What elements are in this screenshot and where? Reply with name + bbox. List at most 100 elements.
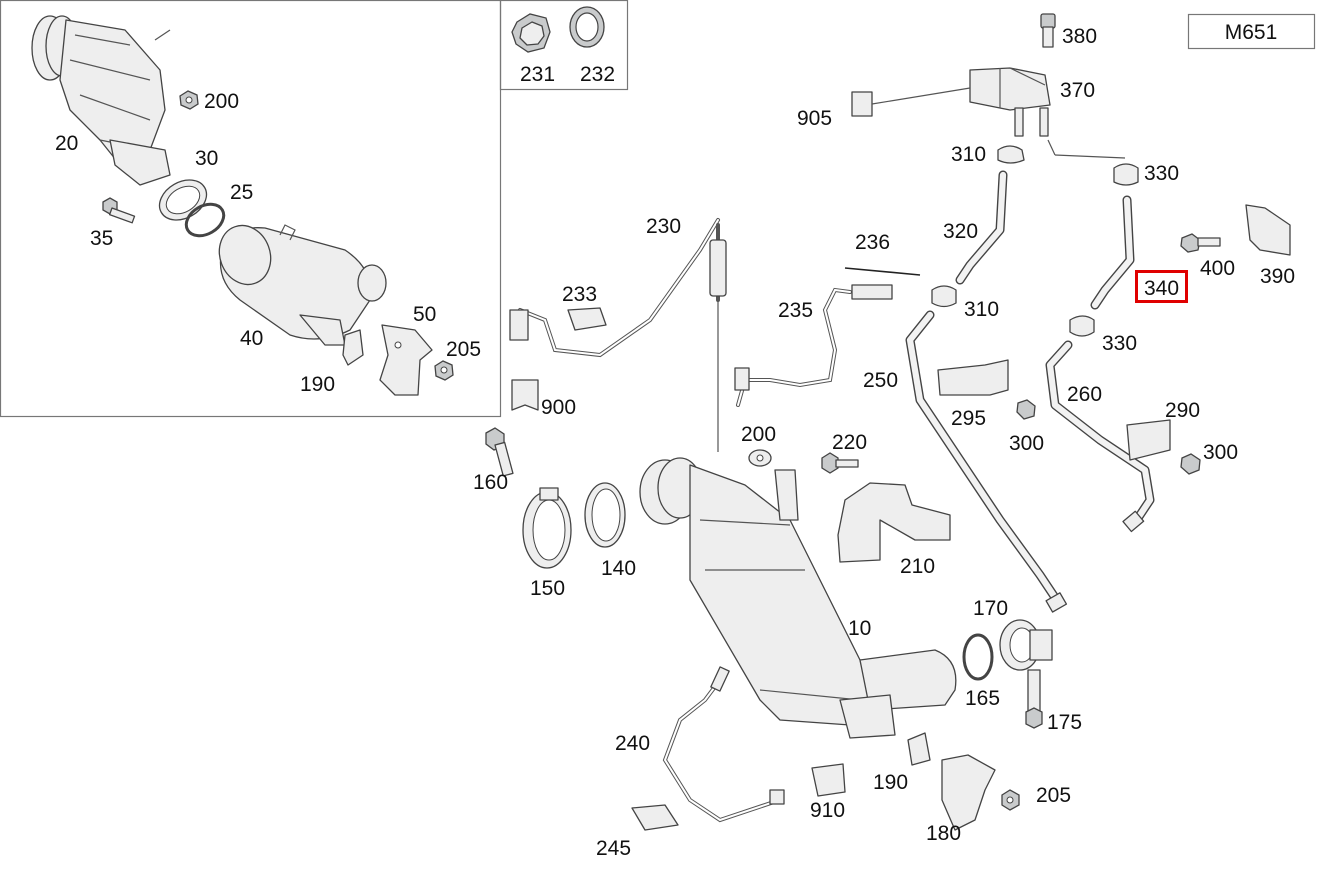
part-340-hose[interactable] <box>1090 195 1135 310</box>
part-200-washer[interactable] <box>748 449 772 467</box>
part-236-line[interactable] <box>844 267 921 276</box>
part-905-connector[interactable] <box>851 87 971 117</box>
callout-220[interactable]: 220 <box>832 431 867 454</box>
part-380-bolt[interactable] <box>1040 13 1056 48</box>
callout-231[interactable]: 231 <box>520 63 555 86</box>
callout-200-upper[interactable]: 200 <box>204 90 239 113</box>
callout-370[interactable]: 370 <box>1060 79 1095 102</box>
callout-160[interactable]: 160 <box>473 471 508 494</box>
part-233-holder[interactable] <box>567 307 607 331</box>
callout-190-upper[interactable]: 190 <box>300 373 335 396</box>
part-900-connector[interactable] <box>509 309 539 411</box>
part-231-plug[interactable] <box>511 13 551 53</box>
part-165-gasket[interactable] <box>962 633 994 681</box>
callout-150[interactable]: 150 <box>530 577 565 600</box>
callout-190-lower[interactable]: 190 <box>873 771 908 794</box>
part-330-clamp-upper[interactable] <box>1047 139 1139 186</box>
part-25-gasket[interactable] <box>181 198 230 242</box>
callout-205-lower[interactable]: 205 <box>1036 784 1071 807</box>
part-295-bracket[interactable] <box>937 359 1009 396</box>
part-50-bracket[interactable] <box>379 324 433 396</box>
part-240-sensor[interactable] <box>662 666 782 823</box>
callout-35[interactable]: 35 <box>90 227 113 250</box>
part-320-hose[interactable] <box>955 170 1008 285</box>
callout-25[interactable]: 25 <box>230 181 253 204</box>
callout-232[interactable]: 232 <box>580 63 615 86</box>
model-code: M651 <box>1225 21 1278 44</box>
callout-320[interactable]: 320 <box>943 220 978 243</box>
part-190-clip-lower[interactable] <box>907 732 931 766</box>
callout-30[interactable]: 30 <box>195 147 218 170</box>
callout-380[interactable]: 380 <box>1062 25 1097 48</box>
callout-50[interactable]: 50 <box>413 303 436 326</box>
part-220-bolt[interactable] <box>821 452 859 474</box>
callout-20[interactable]: 20 <box>55 132 78 155</box>
callout-310-upper[interactable]: 310 <box>951 143 986 166</box>
callout-330-lower[interactable]: 330 <box>1102 332 1137 355</box>
part-245-holder[interactable] <box>631 804 679 831</box>
part-180-bracket[interactable] <box>941 754 996 831</box>
callout-400[interactable]: 400 <box>1200 257 1235 280</box>
callout-205-upper[interactable]: 205 <box>446 338 481 361</box>
part-400-bolt[interactable] <box>1180 233 1221 253</box>
part-370-pressure-sensor[interactable] <box>969 67 1051 137</box>
part-300-bolt-a[interactable] <box>1016 399 1036 420</box>
callout-200-lower[interactable]: 200 <box>741 423 776 446</box>
part-150-clamp[interactable] <box>522 487 572 569</box>
callout-140[interactable]: 140 <box>601 557 636 580</box>
callout-910[interactable]: 910 <box>810 799 845 822</box>
part-210-bracket[interactable] <box>837 482 951 563</box>
part-910-connector[interactable] <box>769 763 846 805</box>
callout-180[interactable]: 180 <box>926 822 961 845</box>
part-390-bracket[interactable] <box>1245 204 1291 256</box>
callout-233[interactable]: 233 <box>562 283 597 306</box>
callout-236[interactable]: 236 <box>855 231 890 254</box>
callout-340[interactable]: 340 <box>1144 277 1179 300</box>
part-160-bolt[interactable] <box>485 427 514 477</box>
part-310-clamp-upper[interactable] <box>997 145 1025 164</box>
callout-240[interactable]: 240 <box>615 732 650 755</box>
callout-175[interactable]: 175 <box>1047 711 1082 734</box>
callout-310-lower[interactable]: 310 <box>964 298 999 321</box>
part-290-bracket[interactable] <box>1126 419 1171 461</box>
callout-170[interactable]: 170 <box>973 597 1008 620</box>
part-205-nut-upper[interactable] <box>434 360 454 381</box>
callout-905[interactable]: 905 <box>797 107 832 130</box>
part-300-bolt-b[interactable] <box>1180 453 1201 475</box>
highlight-box-340 <box>1135 270 1188 303</box>
part-310-clamp-lower[interactable] <box>931 285 957 308</box>
callout-900[interactable]: 900 <box>541 396 576 419</box>
part-175-bolt[interactable] <box>1025 669 1043 729</box>
part-170-clamp[interactable] <box>999 619 1053 671</box>
part-30-clamp[interactable] <box>152 172 213 228</box>
part-330-clamp-lower[interactable] <box>1069 315 1095 337</box>
callout-165[interactable]: 165 <box>965 687 1000 710</box>
callout-260[interactable]: 260 <box>1067 383 1102 406</box>
part-190-clip-upper[interactable] <box>342 329 364 366</box>
callout-235[interactable]: 235 <box>778 299 813 322</box>
callout-390[interactable]: 390 <box>1260 265 1295 288</box>
callout-230[interactable]: 230 <box>646 215 681 238</box>
callout-10[interactable]: 10 <box>848 617 871 640</box>
callout-250[interactable]: 250 <box>863 369 898 392</box>
part-205-nut-lower[interactable] <box>1001 789 1020 811</box>
part-260-pipe[interactable] <box>1045 340 1155 533</box>
part-230-sensor-wire[interactable] <box>518 218 727 452</box>
callout-295[interactable]: 295 <box>951 407 986 430</box>
part-40-particulate-filter[interactable] <box>211 218 387 346</box>
callout-300-b[interactable]: 300 <box>1203 441 1238 464</box>
part-200-nut-upper[interactable] <box>179 90 199 110</box>
callout-40[interactable]: 40 <box>240 327 263 350</box>
part-10-particulate-filter[interactable] <box>639 457 957 739</box>
callout-300-a[interactable]: 300 <box>1009 432 1044 455</box>
part-35-bolt[interactable] <box>102 197 136 224</box>
callout-245[interactable]: 245 <box>596 837 631 860</box>
callout-330-upper[interactable]: 330 <box>1144 162 1179 185</box>
part-250-pipe[interactable] <box>905 310 1068 613</box>
part-235-sensor-wire[interactable] <box>734 284 893 407</box>
callout-210[interactable]: 210 <box>900 555 935 578</box>
part-232-seal-ring[interactable] <box>569 6 605 48</box>
part-140-gasket[interactable] <box>584 482 626 548</box>
callout-290[interactable]: 290 <box>1165 399 1200 422</box>
part-20-catalytic-converter[interactable] <box>31 15 171 186</box>
